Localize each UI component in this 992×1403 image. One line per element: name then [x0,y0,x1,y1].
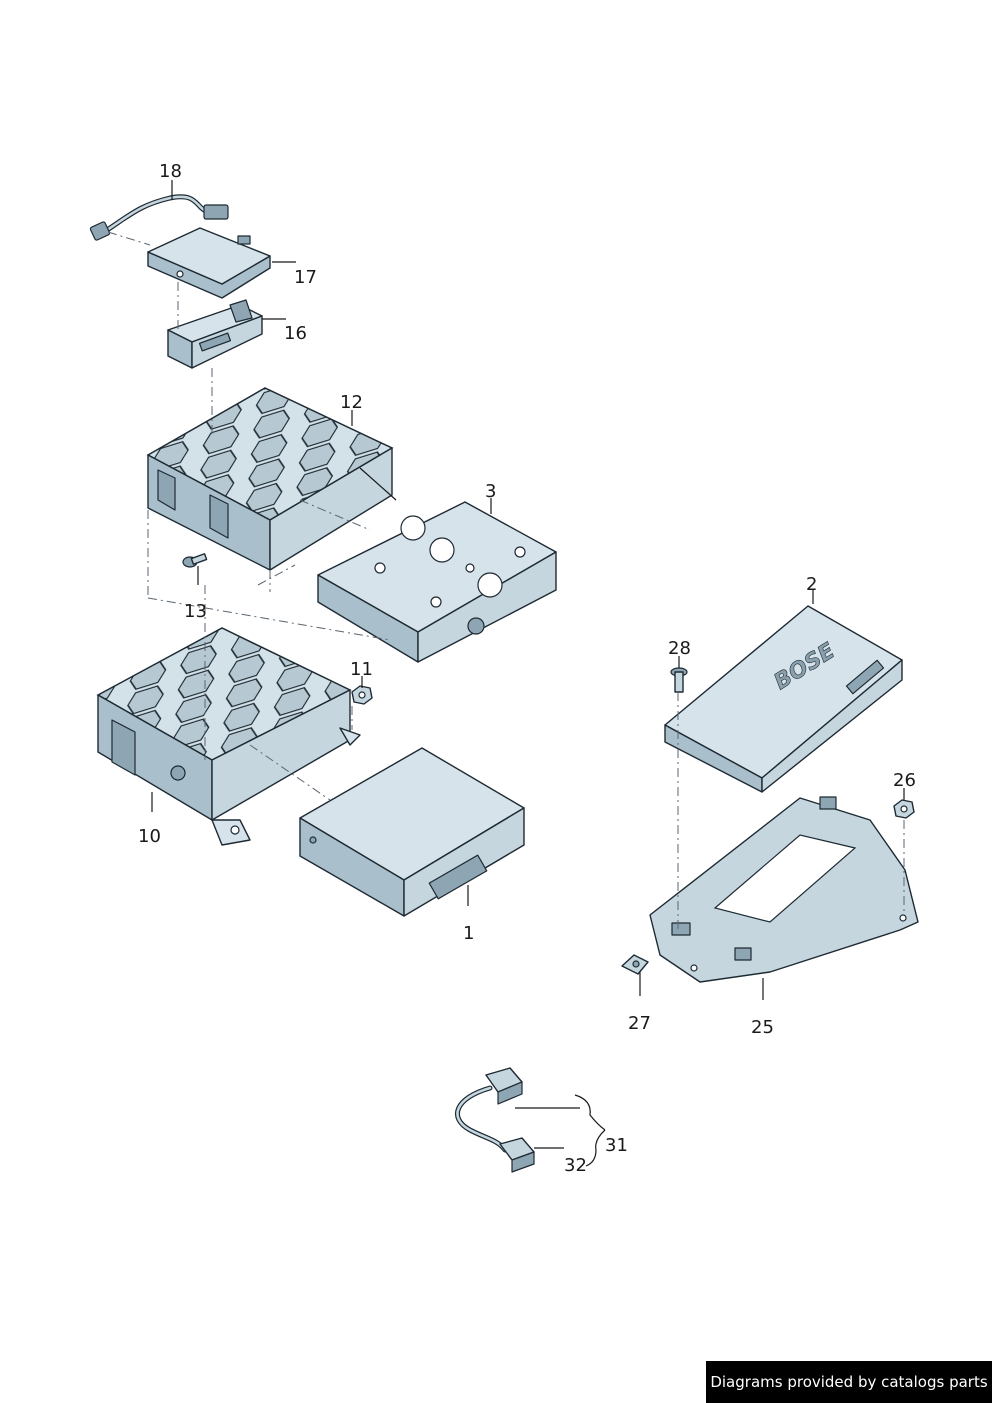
callout-31: 31 [605,1135,628,1156]
callout-2: 2 [806,574,817,595]
callout-3: 3 [485,481,496,502]
callout-13: 13 [184,601,207,622]
module-part-17 [147,227,271,299]
credit-banner: Diagrams provided by catalogs parts [706,1361,992,1403]
amplifier-part-2: BOSE [664,605,903,793]
harness-part-31 [454,1067,535,1173]
leader-lines [151,180,905,1167]
callout-labels: 18 17 16 12 3 13 11 10 1 2 28 26 27 25 3… [138,161,916,1176]
callout-17: 17 [294,267,317,288]
clip-part-27 [621,954,649,975]
callout-27: 27 [628,1013,651,1034]
callout-32: 32 [564,1155,587,1176]
callout-12: 12 [340,392,363,413]
callout-18: 18 [159,161,182,182]
device-part-1 [299,747,525,917]
alignment-lines [107,231,905,930]
callout-25: 25 [751,1017,774,1038]
nut-part-26 [893,799,915,819]
frame-part-10 [96,627,361,846]
callout-11: 11 [350,659,373,680]
nut-part-11 [351,685,373,705]
callout-16: 16 [284,323,307,344]
callout-26: 26 [893,770,916,791]
frame-part-12 [146,387,397,571]
callout-10: 10 [138,826,161,847]
bolt-part-28 [670,667,688,693]
unit-part-3 [317,501,557,663]
callout-1: 1 [463,923,474,944]
plate-part-25 [649,796,919,983]
screw-part-13 [182,553,208,568]
bracket-part-16 [167,299,263,369]
callout-28: 28 [668,638,691,659]
cable-part-18 [89,194,229,241]
